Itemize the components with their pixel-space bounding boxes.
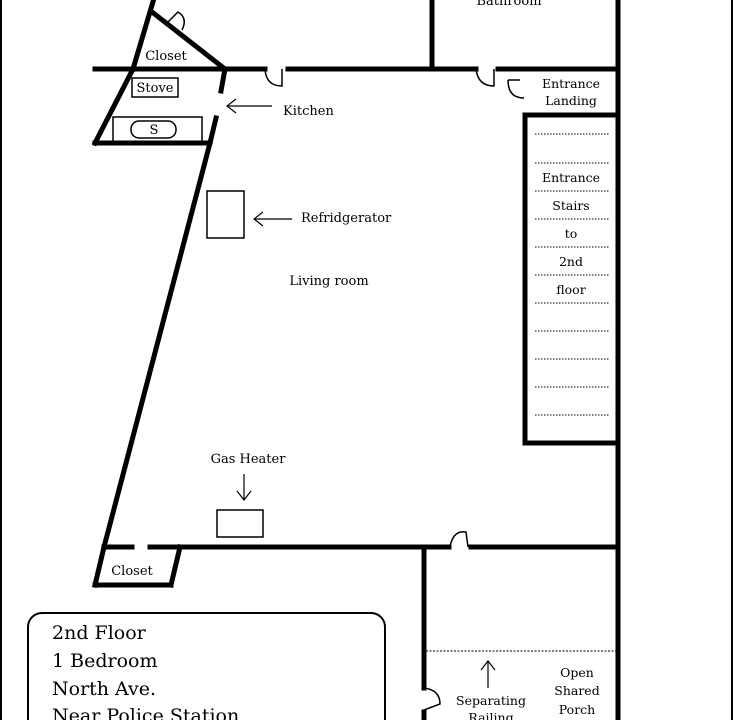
- stair-treads: [535, 133, 610, 416]
- entrance-landing-label-line2: Landing: [545, 93, 597, 108]
- stairs-label-line: Entrance: [542, 170, 600, 185]
- sink-basin: [130, 120, 177, 139]
- gas-heater-box: [216, 509, 264, 538]
- entrance-landing-label-line1: Entrance: [542, 76, 600, 91]
- stairs-label-line: 2nd: [559, 254, 583, 269]
- sink-box: [112, 116, 203, 143]
- stove-label: Stove: [137, 81, 174, 96]
- info-line-nearby: Near Police Station: [52, 705, 239, 720]
- separating-railing-label-line2: Railing: [468, 710, 513, 720]
- info-line-street: North Ave.: [52, 678, 156, 700]
- gas-heater-arrow-icon: [236, 474, 252, 501]
- porch-label-line3: Porch: [559, 702, 595, 717]
- closet-bottom-label: Closet: [111, 564, 153, 579]
- living-room-label: Living room: [289, 274, 368, 289]
- door-swing-bottom: [449, 531, 469, 548]
- railing-arrow-icon: [480, 660, 496, 688]
- door-swing-porch: [423, 687, 441, 711]
- kitchen-arrow-icon: [226, 98, 272, 114]
- stairs-label-line: to: [565, 226, 578, 241]
- info-line-floor: 2nd Floor: [52, 622, 147, 644]
- bathroom-label: Bathroom: [476, 0, 541, 9]
- door-swing-kitchen-top: [264, 68, 283, 87]
- door-swing-bathroom: [475, 68, 495, 87]
- gas-heater-label: Gas Heater: [211, 452, 287, 467]
- stairs-label-line: Stairs: [552, 198, 589, 213]
- separating-railing-label-line1: Separating: [456, 693, 526, 708]
- stairs-label-line: floor: [556, 282, 585, 297]
- porch-label-line2: Shared: [554, 683, 599, 698]
- refrigerator-box: [206, 190, 245, 239]
- closet-top-label: Closet: [145, 49, 187, 64]
- info-line-bedroom: 1 Bedroom: [52, 650, 157, 672]
- sink-label: S: [150, 123, 159, 138]
- door-swing-landing: [507, 79, 525, 99]
- info-box: [27, 612, 386, 720]
- door-swings: [150, 11, 525, 711]
- walls: [91, 0, 621, 720]
- stove-box: [131, 77, 179, 98]
- refrigerator-label: Refridgerator: [301, 211, 392, 226]
- porch-label-line1: Open: [560, 665, 594, 680]
- refrigerator-arrow-icon: [253, 211, 292, 227]
- kitchen-label: Kitchen: [283, 104, 334, 119]
- arrows: [226, 98, 496, 688]
- door-swing-closet-top: [167, 11, 185, 31]
